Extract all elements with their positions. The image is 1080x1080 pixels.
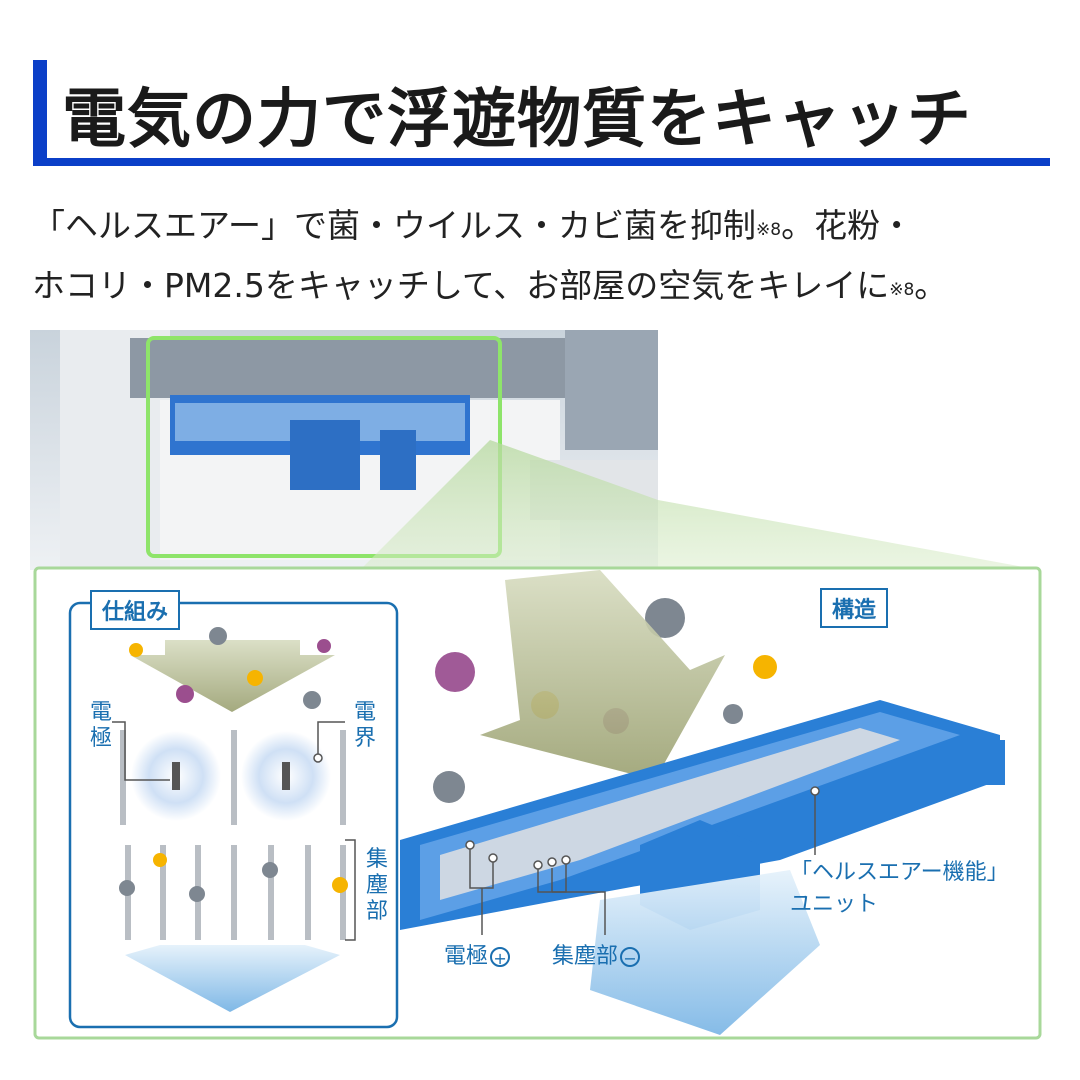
plus-icon: + (490, 947, 511, 968)
mechanism-inflow-arrow (130, 640, 335, 712)
mechanism-badge: 仕組み (90, 590, 181, 630)
mechanism-electrode-label: 電極 (89, 700, 112, 751)
filter-unit (400, 700, 1005, 930)
minus-icon: − (620, 947, 641, 968)
structure-badge: 構造 (820, 588, 889, 628)
title-accent-bar (33, 60, 47, 164)
page-title: 電気の力で浮遊物質をキャッチ (62, 83, 972, 157)
lead-line-2: ホコリ・PM2.5をキャッチして、お部屋の空気をキレイに※8。 (32, 266, 948, 305)
lead-text: 「ヘルスエアー」で菌・ウイルス・カビ菌を抑制※8。花粉・ ホコリ・PM2.5をキ… (32, 196, 1052, 316)
title-underline (33, 158, 1050, 166)
mechanism-outflow-arrow (125, 945, 340, 1012)
structure-collector-label: 集塵部− (552, 938, 641, 970)
mechanism-field-label: 電界 (353, 700, 376, 751)
structure-outflow-arrow (590, 870, 820, 1035)
structure-inflow-arrow (480, 570, 725, 780)
unit-label: 「ヘルスエアー機能」 ユニット (790, 860, 1009, 917)
structure-electrode-label: 電極+ (444, 938, 511, 970)
lead-line-1: 「ヘルスエアー」で菌・ウイルス・カビ菌を抑制※8。花粉・ (32, 206, 914, 245)
mechanism-collector-label: 集塵部 (365, 847, 388, 924)
beam (360, 440, 1040, 570)
